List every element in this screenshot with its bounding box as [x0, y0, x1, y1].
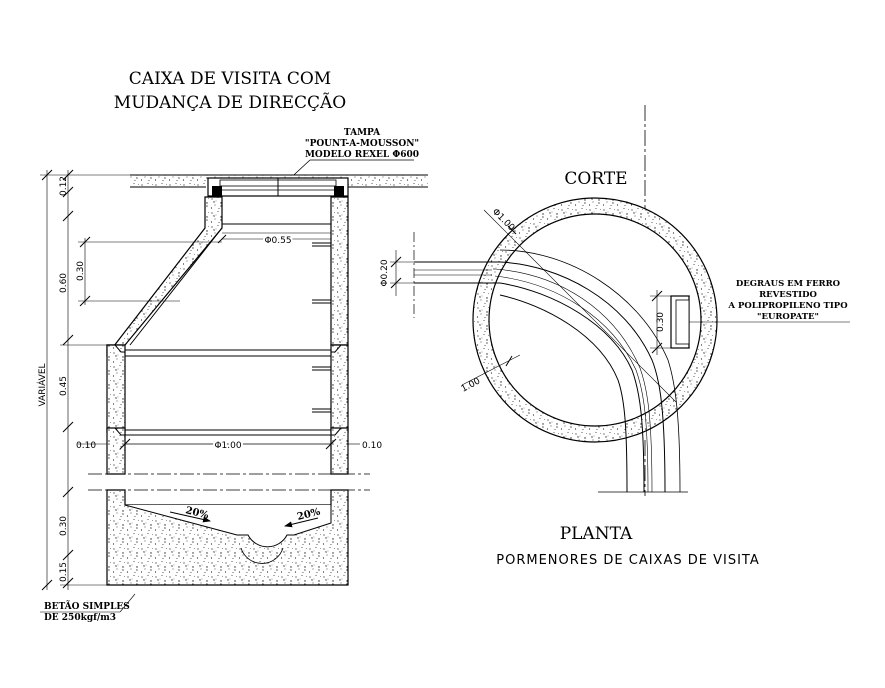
- dim-cone-height: 0.60: [59, 273, 69, 293]
- plan-radius-label: 1.00: [460, 376, 483, 394]
- plan-steps-dim: 0.30: [656, 312, 666, 332]
- section-view: 20% 20% Φ1.00 0.10 0.10 Φ0.55: [36, 169, 428, 623]
- section-diameter-label: Φ1.00: [214, 441, 241, 451]
- cover-note-line-3: MODELO REXEL Φ600: [305, 150, 419, 160]
- neck-diameter-label: Φ0.55: [264, 236, 291, 246]
- cover-note-line-2: "POUNT-A-MOUSSON": [305, 139, 419, 149]
- plan-pipe-label: Φ0.20: [380, 259, 390, 286]
- corte-label: CORTE: [564, 169, 627, 189]
- dim-variable: VARIÁVEL: [36, 363, 48, 406]
- dim-bottom-upper: 0.30: [59, 516, 69, 536]
- wall-right-label: 0.10: [362, 441, 382, 451]
- dim-ring-height: 0.45: [59, 376, 69, 396]
- dim-cone-inner: 0.30: [76, 261, 86, 281]
- dim-bottom-lower: 0.15: [59, 562, 69, 582]
- steps-note-line-3: A POLIPROPILENO TIPO: [727, 301, 848, 311]
- drawing-subtitle: PORMENORES DE CAIXAS DE VISITA: [496, 553, 759, 568]
- dim-top-thickness: 0.12: [59, 176, 69, 196]
- planta-label: PLANTA: [560, 524, 633, 544]
- plan-diameter-label: Φ1.00: [490, 207, 516, 233]
- concrete-note-line-1: BETÃO SIMPLES: [44, 600, 130, 612]
- title-line-1: CAIXA DE VISITA COM: [129, 69, 331, 89]
- cover-note-line-1: TAMPA: [344, 128, 381, 138]
- concrete-note-line-2: DE 250kgf/m3: [44, 613, 116, 623]
- steps-note-line-1: DEGRAUS EM FERRO: [736, 279, 841, 289]
- plan-view: CORTE Φ0.20: [380, 105, 850, 544]
- steps-note-line-2: REVESTIDO: [759, 290, 817, 300]
- wall-left-label: 0.10: [76, 441, 96, 451]
- steps-note-line-4: "EUROPATE": [757, 312, 819, 322]
- title-line-2: MUDANÇA DE DIRECÇÃO: [114, 92, 346, 113]
